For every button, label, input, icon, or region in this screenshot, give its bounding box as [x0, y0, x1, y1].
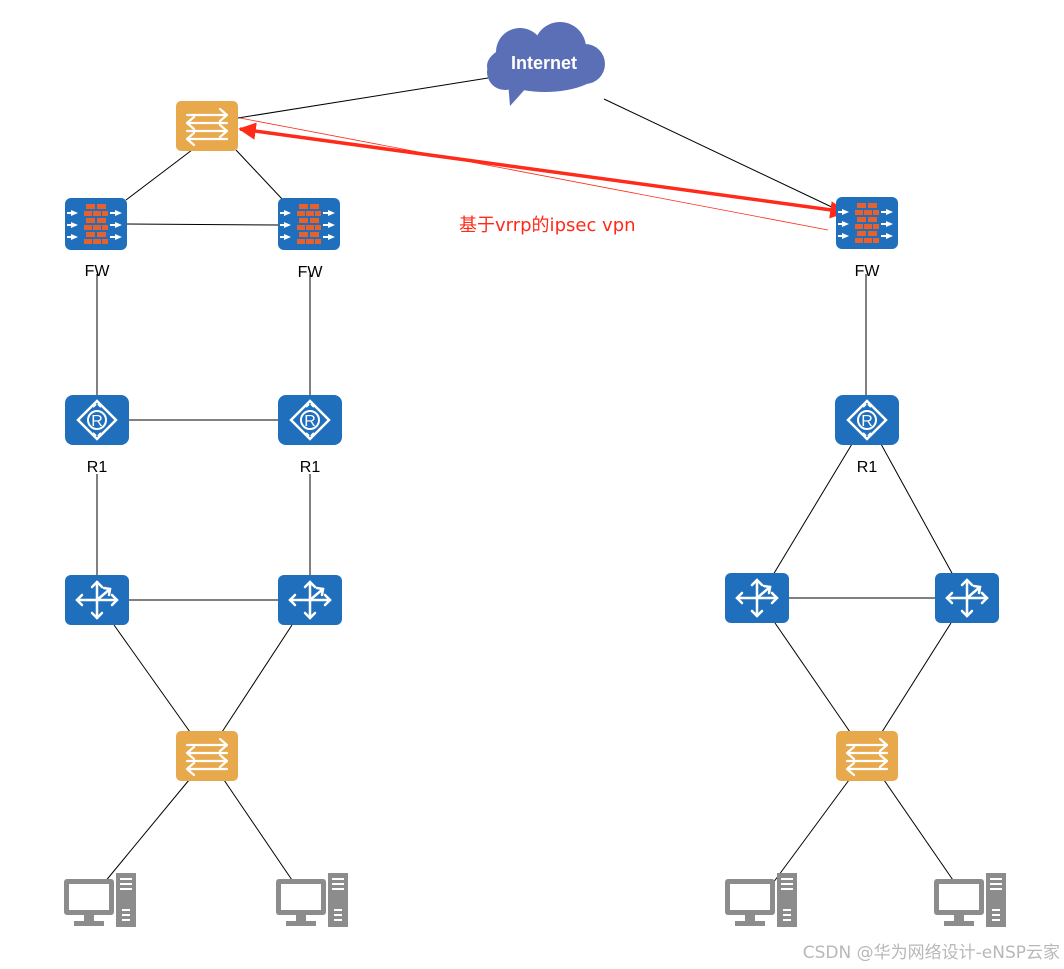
right-pc-2[interactable]	[934, 873, 1006, 927]
internet-label: Internet	[511, 53, 577, 73]
right-pc-1[interactable]	[725, 873, 797, 927]
internet-cloud[interactable]: Internet	[487, 22, 605, 106]
fw2-label: FW	[298, 264, 324, 281]
link-rl3a-raccess	[774, 622, 851, 733]
switch-icon	[174, 729, 240, 783]
pc-icon	[725, 873, 797, 927]
link-l3sw2-access	[221, 624, 293, 733]
right-l3switch-2[interactable]	[933, 571, 1001, 625]
l3-switch-icon	[276, 573, 344, 627]
pc-icon	[276, 873, 348, 927]
links	[96, 77, 956, 884]
r1-label: R1	[87, 459, 108, 476]
r2-label: R1	[300, 459, 321, 476]
l3-switch-icon	[63, 573, 131, 627]
right-r1[interactable]: R1	[833, 393, 901, 476]
pc-icon	[934, 873, 1006, 927]
left-l3switch-2[interactable]	[276, 573, 344, 627]
link-access-pc2	[223, 779, 295, 884]
router-icon	[63, 393, 131, 447]
vpn-double-arrow	[238, 122, 848, 219]
left-fw2[interactable]: FW	[278, 198, 340, 281]
link-l3sw1-access	[113, 624, 191, 733]
right-fw-label: FW	[855, 263, 881, 280]
link-left-switch-internet	[237, 77, 489, 119]
right-r1-label: R1	[857, 459, 878, 476]
left-l3switch-1[interactable]	[63, 573, 131, 627]
right-access-switch[interactable]	[834, 729, 900, 783]
vpn-tunnel: 基于vrrp的ipsec vpn	[238, 117, 848, 236]
left-pc-1[interactable]	[64, 873, 136, 927]
pc-icon	[64, 873, 136, 927]
link-raccess-rpc2	[883, 779, 956, 884]
l3-switch-icon	[723, 571, 791, 625]
firewall-icon	[65, 198, 127, 250]
link-top-switch-fw2	[235, 149, 284, 201]
right-l3switch-1[interactable]	[723, 571, 791, 625]
vpn-label: 基于vrrp的ipsec vpn	[459, 215, 636, 236]
firewall-icon	[836, 197, 898, 249]
fw1-label: FW	[85, 263, 111, 280]
left-r2[interactable]: R1	[276, 393, 344, 476]
l3-switch-icon	[933, 571, 1001, 625]
left-top-switch[interactable]	[174, 99, 240, 153]
router-icon	[833, 393, 901, 447]
link-access-pc1	[103, 779, 190, 884]
left-pc-2[interactable]	[276, 873, 348, 927]
switch-icon	[834, 729, 900, 783]
switch-icon	[174, 99, 240, 153]
link-fw1-fw2	[126, 223, 279, 226]
link-rl3b-raccess	[881, 622, 952, 733]
link-raccess-rpc1	[772, 779, 850, 884]
link-top-switch-fw1	[125, 149, 193, 201]
watermark: CSDN @华为网络设计-eNSP云家	[803, 943, 1060, 963]
link-rr-rl3a	[772, 443, 853, 576]
right-fw[interactable]: FW	[836, 197, 898, 280]
left-r1[interactable]: R1	[63, 393, 131, 476]
left-fw1[interactable]: FW	[65, 198, 127, 280]
firewall-icon	[278, 198, 340, 250]
router-icon	[276, 393, 344, 447]
left-access-switch[interactable]	[174, 729, 240, 783]
link-rr-rl3b	[880, 443, 954, 576]
cloud-icon	[487, 22, 605, 106]
